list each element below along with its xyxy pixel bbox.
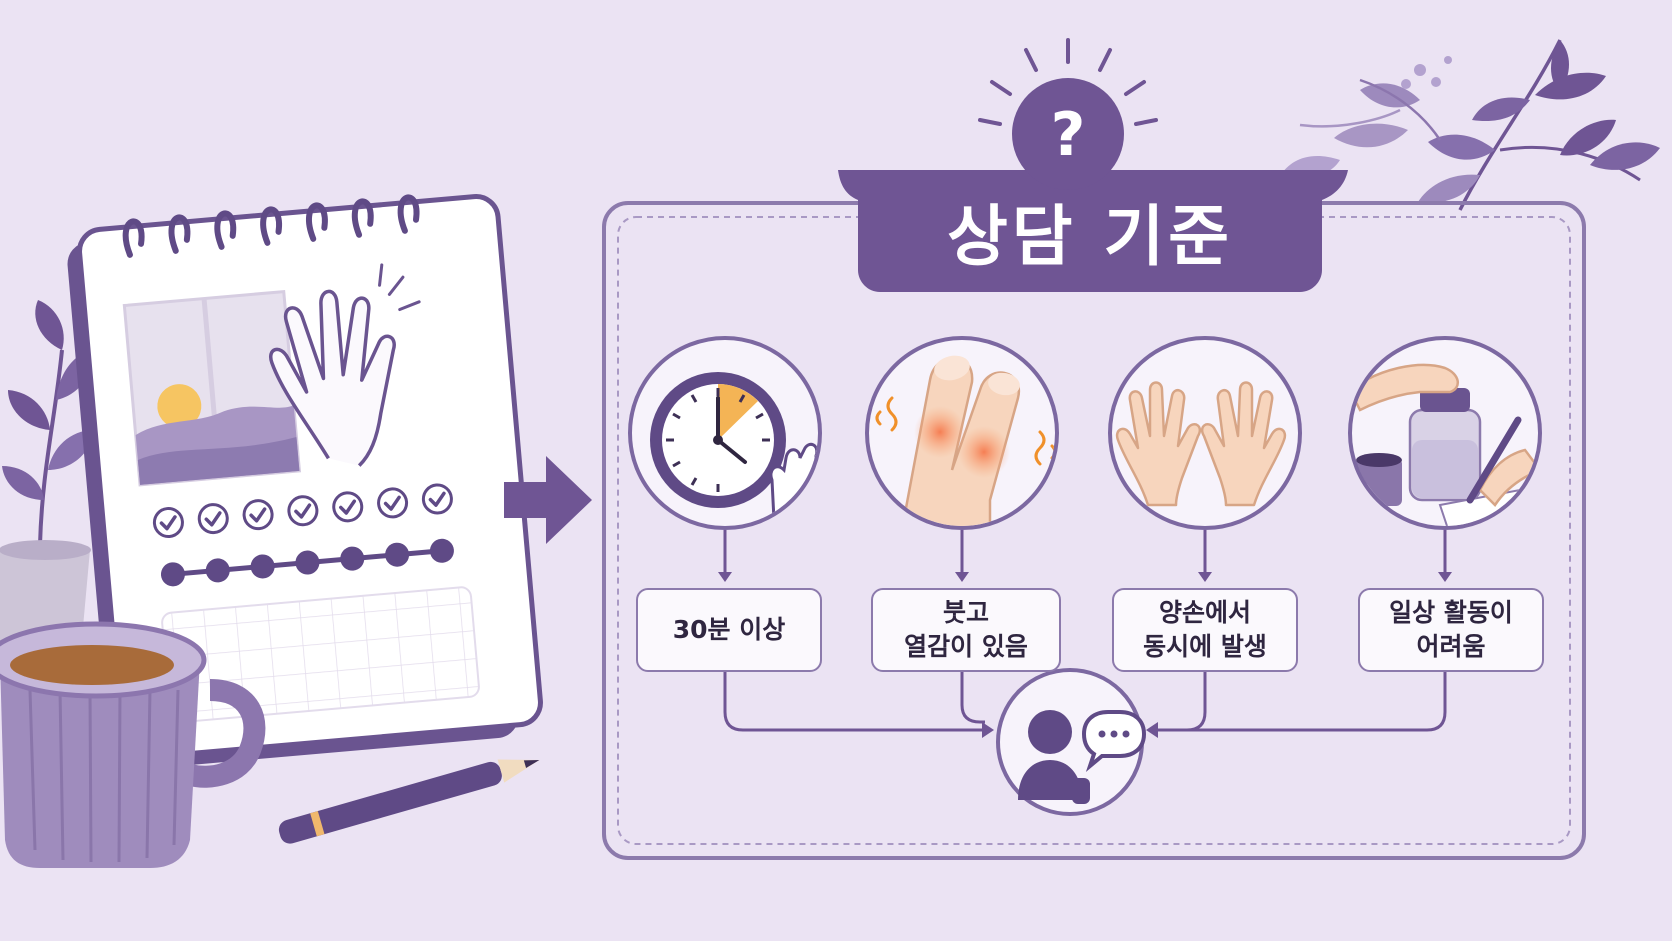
title-banner [838, 38, 1348, 292]
criterion-label-both-hands: 양손에서 동시에 발생 [1112, 588, 1298, 672]
page-title: 상담 기준 [947, 198, 1233, 275]
consultation-icon [996, 668, 1147, 816]
coffee-mug-illustration [0, 621, 266, 868]
criterion-icon-both-hands [1108, 336, 1302, 530]
flow-connectors [723, 530, 1447, 732]
right-arrow-icon [504, 456, 592, 544]
criterion-icon-swollen-fingers [865, 336, 1059, 530]
criterion-label-swelling: 붓고 열감이 있음 [871, 588, 1061, 672]
criterion-icon-clock [628, 336, 822, 530]
connector-arrowheads [718, 572, 1452, 738]
plant-right-illustration [1280, 39, 1660, 211]
pencil-illustration [278, 759, 540, 844]
question-mark: ? [1050, 100, 1086, 170]
criterion-label-daily-activity: 일상 활동이 어려움 [1358, 588, 1544, 672]
criterion-label-duration: 30분 이상 [636, 588, 822, 672]
criterion-icon-jar-and-writing [1348, 336, 1542, 530]
